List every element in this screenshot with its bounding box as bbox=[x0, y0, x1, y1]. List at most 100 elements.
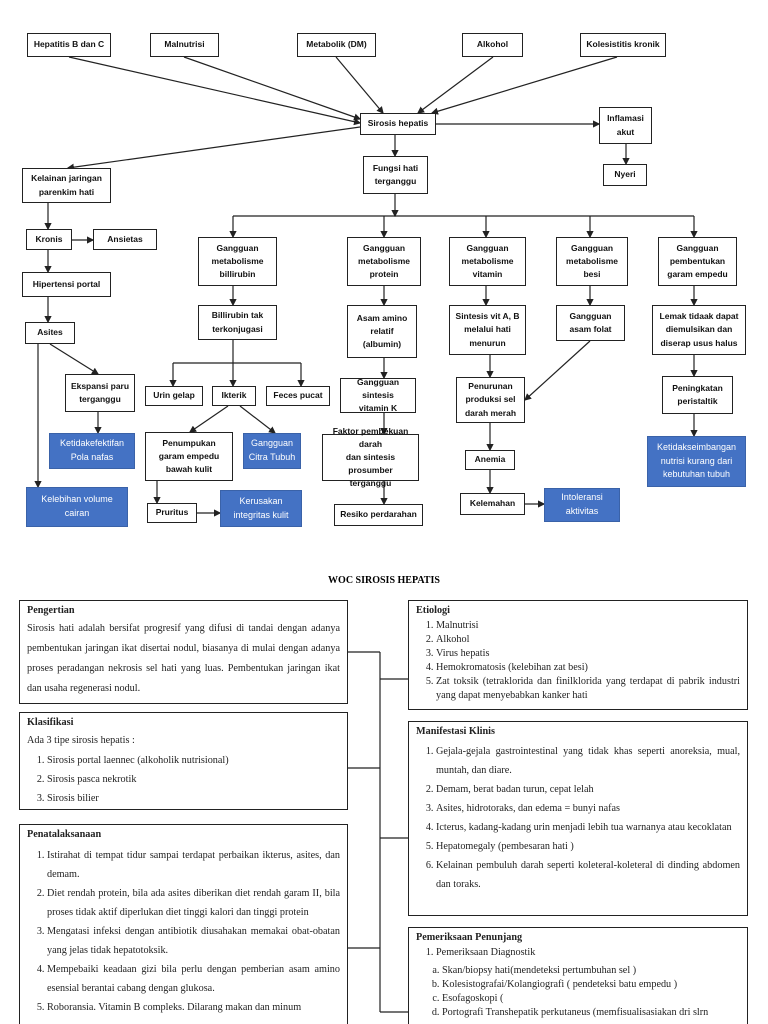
list-item: Kelainan pembuluh darah seperti koletera… bbox=[436, 856, 740, 894]
node-asam-amino: Asam amino relatif (albumin) bbox=[347, 305, 417, 358]
list-item: Icterus, kadang-kadang urin menjadi lebi… bbox=[436, 818, 740, 837]
list-item: Gejala-gejala gastrointestinal yang tida… bbox=[436, 742, 740, 780]
node-peristaltik: Peningkatan peristaltik bbox=[662, 376, 733, 414]
pemeriksaan-sub-list: Skan/biopsy hati(mendeteksi pertumbuhan … bbox=[416, 964, 740, 1020]
page-title: WOC SIROSIS HEPATIS bbox=[328, 575, 440, 586]
node-resiko: Resiko perdarahan bbox=[334, 504, 423, 526]
node-anemia: Anemia bbox=[465, 450, 515, 470]
list-item: Diet rendah protein, bila ada asites dib… bbox=[47, 884, 340, 922]
list-item: Virus hepatis bbox=[436, 647, 740, 661]
node-kelainan: Kelainan jaringan parenkim hati bbox=[22, 168, 111, 203]
list-item: Alkohol bbox=[436, 633, 740, 647]
node-faktor: Faktor pembekuan darah dan sintesis pros… bbox=[322, 426, 419, 488]
list-item: Portografi Transhepatik perkutaneus (mem… bbox=[442, 1006, 740, 1020]
node-hepatitis: Hepatitis B dan C bbox=[27, 33, 111, 57]
node-intoleransi: Intoleransi aktivitas bbox=[544, 488, 620, 522]
node-hipertensi: Hipertensi portal bbox=[22, 272, 111, 297]
node-kerusakan: Kerusakan integritas kulit bbox=[220, 490, 302, 527]
node-ketidakseimbangan: Ketidakseimbangan nutrisi kurang dari ke… bbox=[647, 436, 746, 487]
node-ketidakefektifan: Ketidakefektifan Pola nafas bbox=[49, 433, 135, 469]
list-item: Esofagoskopi ( bbox=[442, 992, 740, 1006]
node-kelemahan: Kelemahan bbox=[460, 493, 525, 515]
section-manifestasi: Manifestasi Klinis Gejala-gejala gastroi… bbox=[408, 721, 748, 916]
list-item: Pemeriksaan Diagnostik bbox=[436, 946, 740, 960]
node-citra: Gangguan Citra Tubuh bbox=[243, 433, 301, 469]
list-item: Zat toksik (tetraklorida dan finilklorid… bbox=[436, 675, 740, 703]
list-item: Mengatasi infeksi dengan antibiotik dius… bbox=[47, 922, 340, 960]
list-item: Hepatomegaly (pembesaran hati ) bbox=[436, 837, 740, 856]
node-kronis: Kronis bbox=[26, 229, 72, 250]
node-urin: Urin gelap bbox=[145, 386, 203, 406]
section-heading: Pengertian bbox=[27, 605, 75, 616]
node-kolesistitis: Kolesistitis kronik bbox=[580, 33, 666, 57]
node-penumpukan: Penumpukan garam empedu bawah kulit bbox=[145, 432, 233, 481]
list-item: Asites, hidrotoraks, dan edema = bunyi n… bbox=[436, 799, 740, 818]
node-asam-folat: Gangguan asam folat bbox=[556, 305, 625, 341]
list-item: Malnutrisi bbox=[436, 619, 740, 633]
arrow bbox=[335, 56, 384, 114]
node-inflamasi: Inflamasi akut bbox=[599, 107, 652, 144]
node-ikterik: Ikterik bbox=[212, 386, 256, 406]
list-item: Sirosis pasca nekrotik bbox=[47, 770, 340, 789]
node-g-protein: Gangguan metabolisme protein bbox=[347, 237, 421, 286]
section-text: Sirosis hati adalah bersifat progresif y… bbox=[27, 623, 340, 694]
node-bilirubin-tak: Billirubin tak terkonjugasi bbox=[198, 305, 277, 340]
node-sirosis: Sirosis hepatis bbox=[360, 113, 436, 135]
node-feces: Feces pucat bbox=[266, 386, 330, 406]
node-asites: Asites bbox=[25, 322, 75, 344]
list-item: Demam, berat badan turun, cepat lelah bbox=[436, 780, 740, 799]
node-sintesis-k: Gangguan sintesis vitamin K bbox=[340, 377, 416, 413]
section-heading: Pemeriksaan Penunjang bbox=[416, 932, 523, 943]
section-text: Ada 3 tipe sirosis hepatis : bbox=[27, 735, 135, 746]
section-heading: Manifestasi Klinis bbox=[416, 726, 495, 737]
list-item: Skan/biopsy hati(mendeteksi pertumbuhan … bbox=[442, 964, 740, 978]
node-ansietas: Ansietas bbox=[93, 229, 157, 250]
list-item: Sirosis portal laennec (alkoholik nutris… bbox=[47, 751, 340, 770]
arrow bbox=[68, 56, 362, 126]
arrow bbox=[49, 343, 100, 375]
list-item: Mempebaiki keadaan gizi bila perlu denga… bbox=[47, 960, 340, 998]
list-item: Kolesistografai/Kolangiografi ( pendetek… bbox=[442, 978, 740, 992]
section-klasifikasi: Klasifikasi Ada 3 tipe sirosis hepatis :… bbox=[19, 712, 348, 810]
node-nyeri: Nyeri bbox=[603, 164, 647, 186]
node-kelebihan: Kelebihan volume cairan bbox=[26, 487, 128, 527]
list-item: Roboransia. Vitamin B compleks. Dilarang… bbox=[47, 998, 340, 1017]
node-alkohol: Alkohol bbox=[462, 33, 523, 57]
pemeriksaan-list: Pemeriksaan Diagnostik bbox=[416, 946, 740, 960]
arrow bbox=[430, 56, 618, 115]
section-pengertian: Pengertian Sirosis hati adalah bersifat … bbox=[19, 600, 348, 704]
arrow bbox=[66, 126, 361, 171]
node-g-garam: Gangguan pembentukan garam empedu bbox=[658, 237, 737, 286]
node-malnutrisi: Malnutrisi bbox=[150, 33, 219, 57]
list-item: Hemokromatosis (kelebihan zat besi) bbox=[436, 661, 740, 675]
node-fungsi: Fungsi hati terganggu bbox=[363, 156, 428, 194]
section-heading: Klasifikasi bbox=[27, 717, 74, 728]
section-penatalaksanaan: Penatalaksanaan Istirahat di tempat tidu… bbox=[19, 824, 348, 1024]
arrow bbox=[524, 340, 591, 401]
klasifikasi-list: Sirosis portal laennec (alkoholik nutris… bbox=[27, 751, 340, 808]
arrow bbox=[239, 405, 276, 434]
section-connectors bbox=[348, 651, 408, 1013]
section-etiologi: Etiologi MalnutrisiAlkoholVirus hepatisH… bbox=[408, 600, 748, 710]
list-item: Istirahat di tempat tidur sampai terdapa… bbox=[47, 846, 340, 884]
etiologi-list: MalnutrisiAlkoholVirus hepatisHemokromat… bbox=[416, 619, 740, 703]
manifestasi-list: Gejala-gejala gastrointestinal yang tida… bbox=[416, 742, 740, 894]
node-lemak: Lemak tidaak dapat diemulsikan dan diser… bbox=[652, 305, 746, 355]
node-g-bilirubin: Gangguan metabolisme billirubin bbox=[198, 237, 277, 286]
node-pruritus: Pruritus bbox=[147, 503, 197, 523]
node-g-besi: Gangguan metabolisme besi bbox=[556, 237, 628, 286]
node-penurunan: Penurunan produksi sel darah merah bbox=[456, 377, 525, 423]
arrow bbox=[417, 56, 494, 114]
arrow bbox=[189, 405, 229, 433]
node-ekspansi: Ekspansi paru terganggu bbox=[65, 374, 135, 412]
section-pemeriksaan: Pemeriksaan Penunjang Pemeriksaan Diagno… bbox=[408, 927, 748, 1024]
list-item: Sirosis bilier bbox=[47, 789, 340, 808]
node-g-vitamin: Gangguan metabolisme vitamin bbox=[449, 237, 526, 286]
section-heading: Etiologi bbox=[416, 605, 450, 616]
arrow bbox=[183, 56, 362, 121]
penatalaksanaan-list: Istirahat di tempat tidur sampai terdapa… bbox=[27, 846, 340, 1017]
section-heading: Penatalaksanaan bbox=[27, 829, 102, 840]
node-sintesis-ab: Sintesis vit A, B melalui hati menurun bbox=[449, 305, 526, 355]
